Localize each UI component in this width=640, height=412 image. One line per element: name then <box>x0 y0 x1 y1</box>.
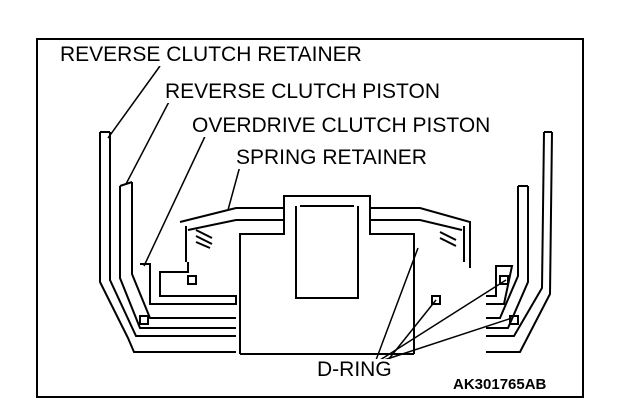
leader-overdrive-clutch-piston <box>143 129 209 267</box>
label-reverse-clutch-retainer: REVERSE CLUTCH RETAINER <box>58 43 364 66</box>
leader-d-ring-4 <box>387 299 437 361</box>
leader-d-ring-1 <box>375 247 419 361</box>
seal-left-2 <box>139 315 149 325</box>
seal-right-1 <box>499 275 509 285</box>
seal-right-2 <box>509 315 519 325</box>
return-spring-left <box>195 229 213 249</box>
label-spring-retainer: SPRING RETAINER <box>234 146 429 169</box>
leader-reverse-clutch-piston <box>125 95 173 185</box>
overdrive-clutch-piston-outline <box>140 262 514 305</box>
leader-d-ring-2 <box>379 279 507 361</box>
figure-code: AK301765AB <box>453 376 547 393</box>
return-spring-right <box>439 231 457 247</box>
reverse-clutch-retainer-outline <box>99 131 553 353</box>
center-drum-outline <box>239 196 415 355</box>
leader-reverse-clutch-retainer <box>107 65 161 139</box>
seal-right-3 <box>431 295 441 305</box>
label-d-ring: D-RING <box>315 358 394 381</box>
leader-d-ring-3 <box>383 317 513 361</box>
seal-left-1 <box>187 275 197 285</box>
leader-spring-retainer <box>227 165 241 211</box>
reverse-clutch-piston-outline <box>119 181 529 329</box>
label-overdrive-clutch-piston: OVERDRIVE CLUTCH PISTON <box>190 114 493 137</box>
label-reverse-clutch-piston: REVERSE CLUTCH PISTON <box>163 80 442 103</box>
diagram-frame <box>36 38 584 398</box>
